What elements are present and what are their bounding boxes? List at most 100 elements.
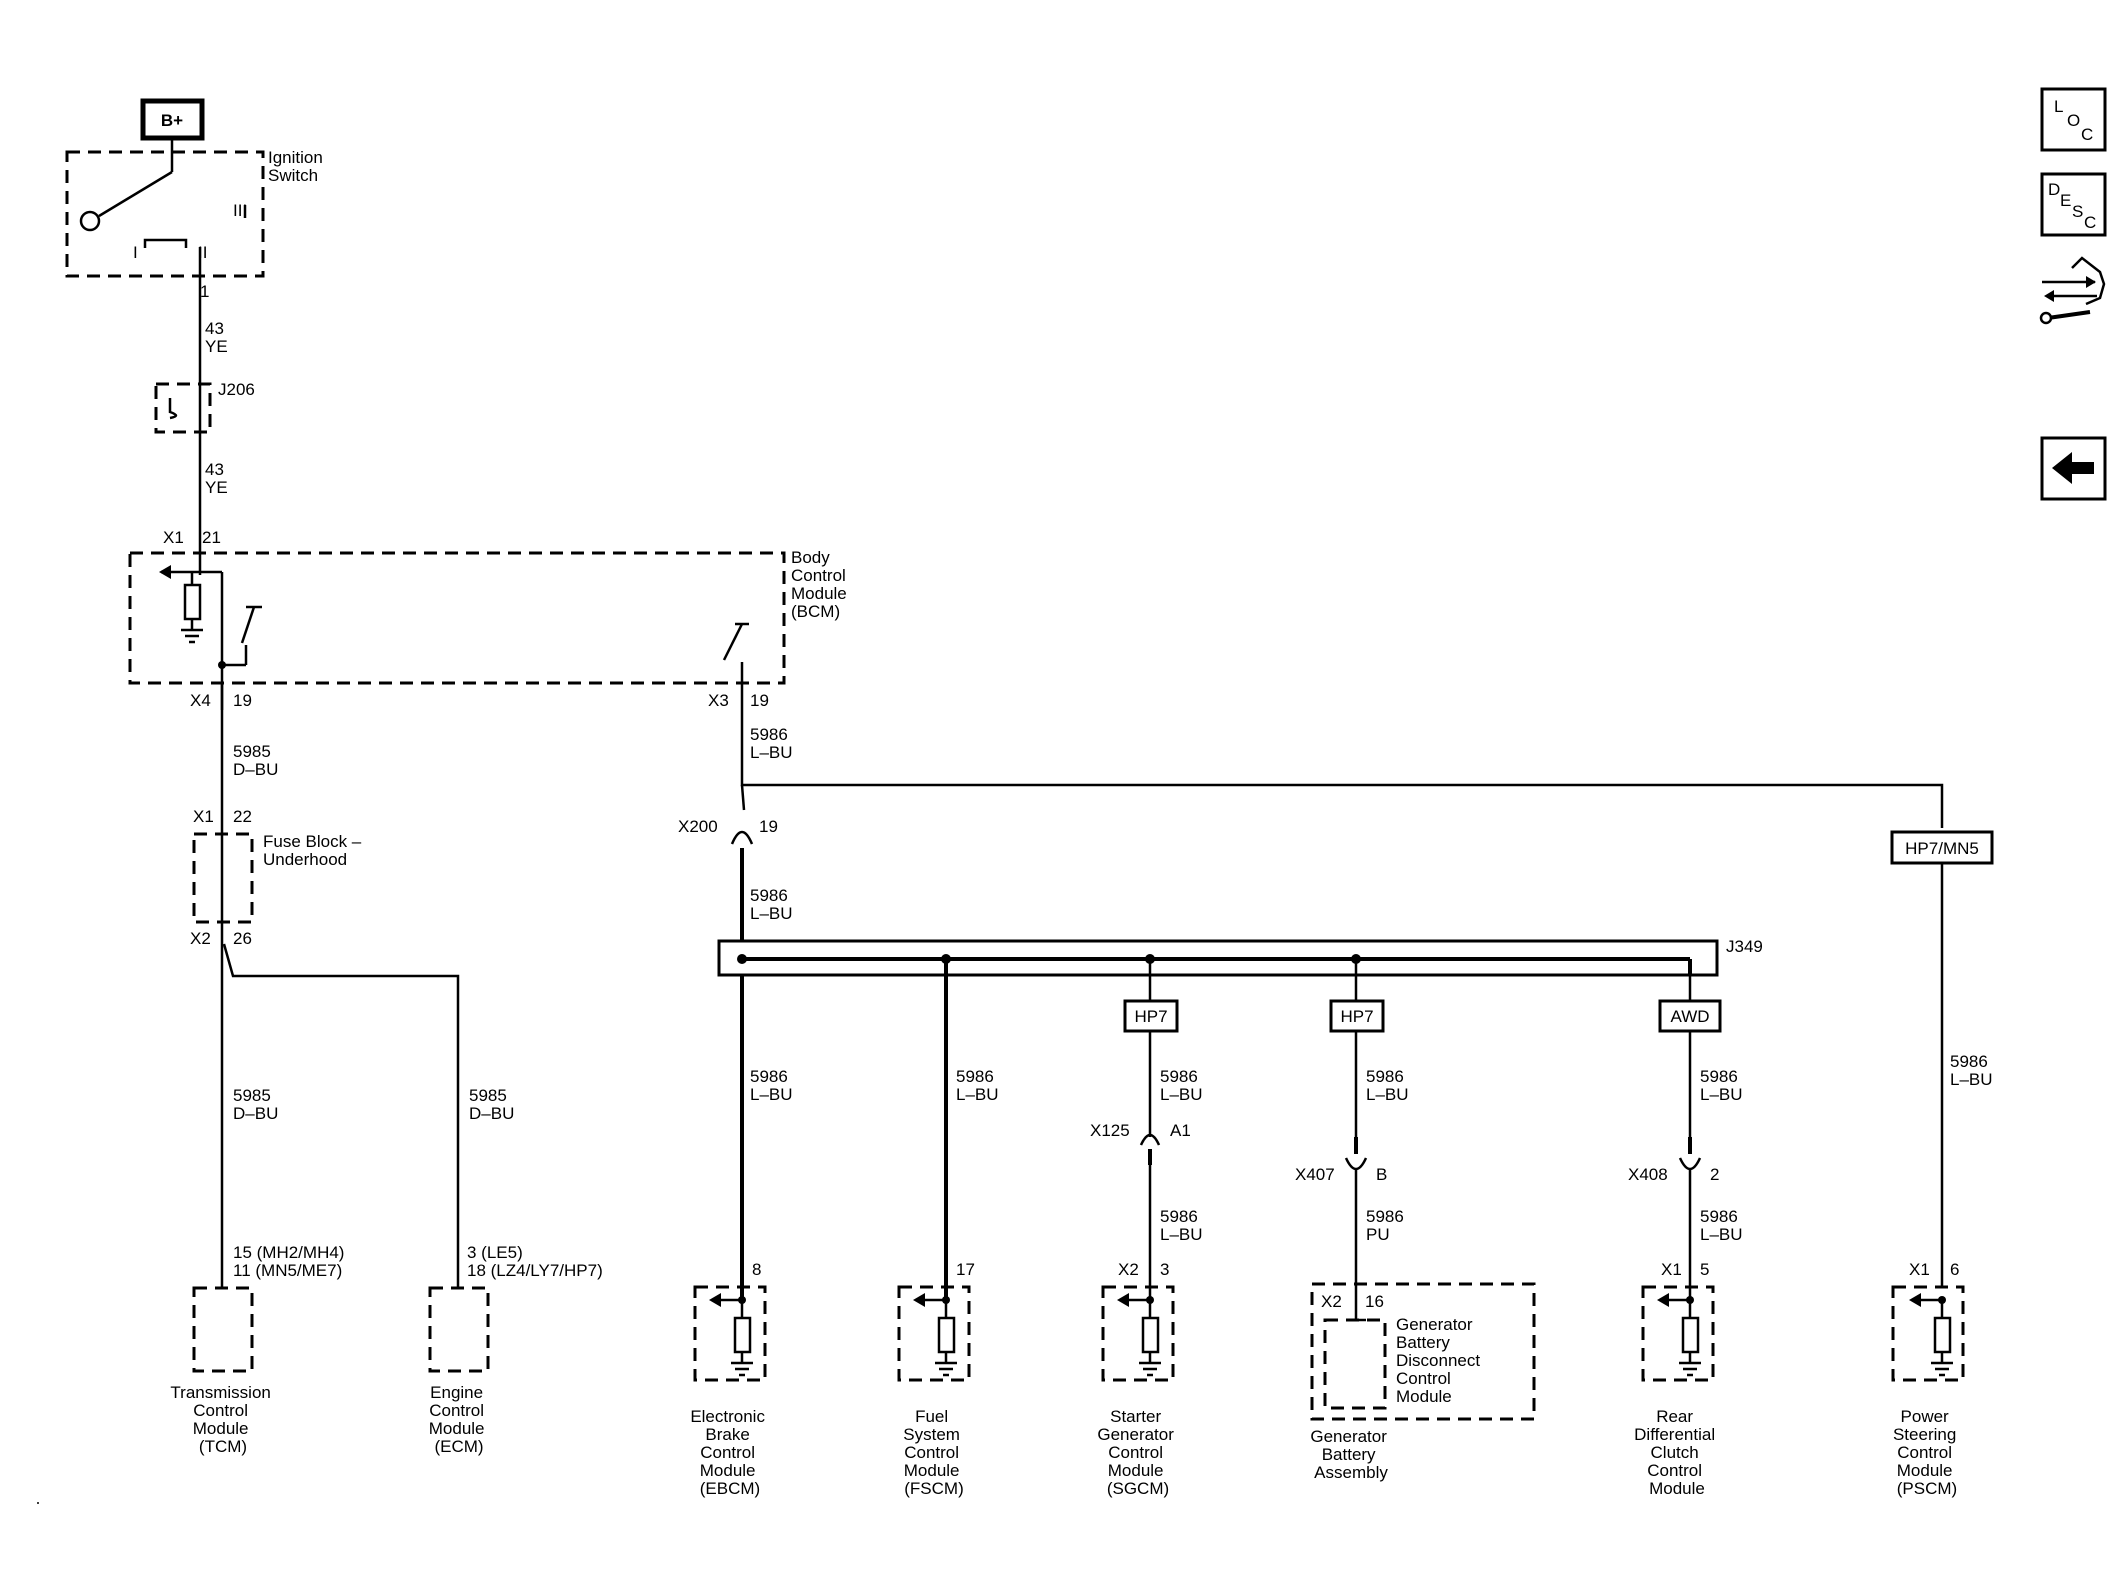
svg-text:C: C xyxy=(2081,125,2093,144)
svg-text:E: E xyxy=(2060,191,2071,210)
fuse-block-label: Fuse Block – Underhood xyxy=(263,832,366,869)
inline-connector-x407 xyxy=(1344,1137,1368,1171)
svg-text:B+: B+ xyxy=(161,111,183,130)
bcm-label: Body Control Module (BCM) xyxy=(791,548,852,621)
svg-text:HP7: HP7 xyxy=(1134,1007,1167,1026)
connector-end-view-icon[interactable] xyxy=(2039,256,2106,325)
svg-text:I: I xyxy=(133,243,138,262)
sgcm-label: Starter Generator Control Module (SGCM) xyxy=(1097,1407,1178,1498)
starter-generator-control-module xyxy=(1101,1285,1175,1382)
rdccm-conn: X1 xyxy=(1661,1260,1682,1279)
bcm-out1-connector: X4 xyxy=(190,691,211,710)
inline-connector-x125 xyxy=(1139,1133,1161,1165)
ebcm-label: Electronic Brake Control Module (EBCM) xyxy=(690,1407,769,1498)
x125-conn: X125 xyxy=(1090,1121,1130,1140)
body-control-module xyxy=(128,551,786,710)
ebcm-pin: 8 xyxy=(752,1260,761,1279)
fscm-label: Fuel System Control Module (FSCM) xyxy=(903,1407,964,1498)
x407-conn: X407 xyxy=(1295,1165,1335,1184)
transmission-control-module xyxy=(192,1286,254,1373)
power-steering-control-module xyxy=(1891,1285,1965,1382)
gbdcm-conn: X2 xyxy=(1321,1292,1342,1311)
generator-battery-assembly xyxy=(1310,1282,1536,1421)
pscm-label: Power Steering Control Module (PSCM) xyxy=(1893,1407,1961,1498)
engine-control-module xyxy=(428,1286,490,1373)
svg-text:D: D xyxy=(2048,180,2060,199)
fuse-block-in-connector: X1 xyxy=(193,807,214,826)
fuse-block-underhood xyxy=(192,832,254,924)
pscm-conn: X1 xyxy=(1909,1260,1930,1279)
svg-text:II: II xyxy=(198,243,207,262)
ecm-label: Engine Control Module (ECM) xyxy=(429,1383,490,1456)
fscm-pin: 17 xyxy=(956,1260,975,1279)
battery-positive-source: B+ xyxy=(140,98,205,141)
back-arrow-icon[interactable] xyxy=(2040,436,2107,501)
svg-text:S: S xyxy=(2072,202,2083,221)
x407-pin: B xyxy=(1376,1165,1387,1184)
x125-pin: A1 xyxy=(1170,1121,1191,1140)
ignition-switch-label: Ignition Switch xyxy=(268,148,328,185)
bcm-in-connector: X1 xyxy=(163,528,184,547)
bcm-in-pin: 21 xyxy=(202,528,221,547)
gba-label: Generator Battery Assembly xyxy=(1310,1427,1391,1482)
svg-text:HP7: HP7 xyxy=(1340,1007,1373,1026)
gbdcm-pin: 16 xyxy=(1365,1292,1384,1311)
splice-pack-j349 xyxy=(717,939,1719,977)
fuel-system-control-module xyxy=(897,1285,971,1382)
svg-text:HP7/MN5: HP7/MN5 xyxy=(1905,839,1979,858)
bcm-out1-pin: 19 xyxy=(233,691,252,710)
option-box-gbdcm: HP7 xyxy=(1329,999,1385,1033)
splice-j206-label: J206 xyxy=(218,380,255,399)
svg-text:C: C xyxy=(2084,213,2096,232)
gbdcm-label: Generator Battery Disconnect Control Mod… xyxy=(1396,1315,1485,1406)
option-box-pscm: HP7/MN5 xyxy=(1890,830,1994,865)
fuse-block-in-pin: 22 xyxy=(233,807,252,826)
sgcm-pin: 3 xyxy=(1160,1260,1169,1279)
rdccm-label: Rear Differential Clutch Control Module xyxy=(1634,1407,1720,1498)
splice-pack-label: J349 xyxy=(1726,937,1763,956)
generator-battery-disconnect-control-module xyxy=(1323,1318,1387,1410)
fuse-block-out-pin: 26 xyxy=(233,929,252,948)
rear-differential-clutch-control-module xyxy=(1641,1285,1715,1382)
location-button[interactable]: L O C xyxy=(2040,87,2107,152)
inline-connector-x408 xyxy=(1678,1137,1702,1171)
electronic-brake-control-module xyxy=(693,1285,767,1382)
rdccm-pin: 5 xyxy=(1700,1260,1709,1279)
ignition-switch: I II III xyxy=(65,150,265,278)
sgcm-conn: X2 xyxy=(1118,1260,1139,1279)
x200-conn: X200 xyxy=(678,817,718,836)
tcm-pins: 15 (MH2/MH4) 11 (MN5/ME7) xyxy=(233,1243,349,1280)
description-button[interactable]: D E S C xyxy=(2040,172,2107,237)
tcm-label: Transmission Control Module (TCM) xyxy=(170,1383,275,1456)
x200-pin: 19 xyxy=(759,817,778,836)
splice-j206 xyxy=(154,382,212,434)
svg-text:AWD: AWD xyxy=(1670,1007,1709,1026)
svg-text:III: III xyxy=(233,201,247,220)
option-box-sgcm: HP7 xyxy=(1123,999,1179,1033)
pscm-pin: 6 xyxy=(1950,1260,1959,1279)
inline-connector-x200 xyxy=(730,830,754,862)
x408-pin: 2 xyxy=(1710,1165,1719,1184)
svg-text:L: L xyxy=(2054,97,2063,116)
ignition-pin: 1 xyxy=(200,282,209,301)
ecm-pins: 3 (LE5) 18 (LZ4/LY7/HP7) xyxy=(467,1243,603,1280)
bcm-out2-connector: X3 xyxy=(708,691,729,710)
bcm-out2-pin: 19 xyxy=(750,691,769,710)
svg-text:O: O xyxy=(2067,111,2080,130)
